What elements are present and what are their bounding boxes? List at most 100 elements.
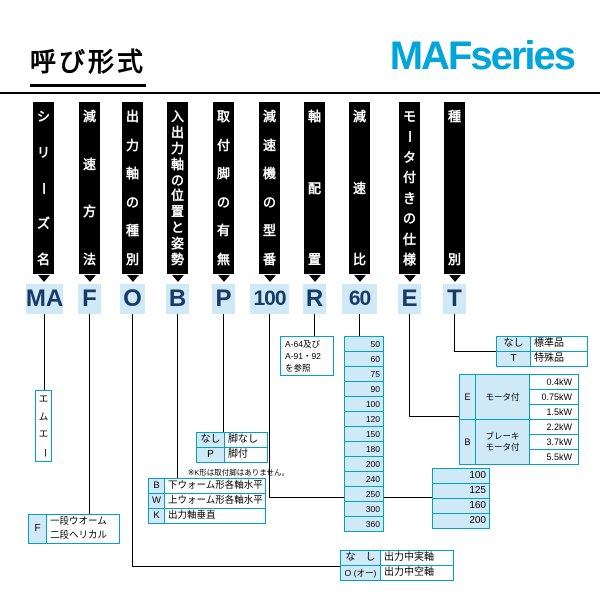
position-key: W: [148, 493, 165, 509]
output-shaft-table: な し 出力中実軸 O (オー) 出力中空軸: [340, 550, 454, 581]
down-arrow-icon: [354, 275, 366, 282]
ratio-value: 75: [344, 366, 384, 382]
code-p: P: [212, 284, 235, 314]
shaft-key: O (オー): [340, 565, 381, 581]
motor-key: B: [459, 419, 476, 465]
ratio-value: 200: [344, 456, 384, 472]
type-value: 標準品: [530, 336, 588, 352]
down-arrow-icon: [449, 275, 461, 282]
ratio-value: 360: [344, 516, 384, 532]
type-table: なし 標準品 T 特殊品: [496, 336, 588, 367]
reduction-method-table: F 一段ウオーム 二段ヘリカル: [28, 514, 120, 544]
motor-kw: 3.7kW: [529, 434, 579, 450]
ratio-table: 50 60 75 90 100 120 150 180 200 240 250 …: [344, 336, 384, 532]
connector-line: [269, 314, 270, 497]
type-key: T: [496, 351, 531, 367]
code-t: T: [443, 284, 466, 314]
connector-line: [454, 314, 455, 351]
connector-line: [314, 314, 315, 336]
position-key: K: [148, 508, 165, 524]
size-value: 200: [432, 513, 490, 529]
code-60: 60: [342, 284, 377, 314]
ratio-value: 50: [344, 336, 384, 352]
down-arrow-icon: [127, 275, 139, 282]
ratio-value: 120: [344, 411, 384, 427]
down-arrow-icon: [309, 275, 321, 282]
connector-line: [89, 314, 90, 514]
position-value: 下ウォーム形各軸水平: [164, 478, 266, 494]
type-key: なし: [496, 336, 531, 352]
motor-label: モータ付: [475, 374, 530, 420]
connector-line: [177, 314, 178, 478]
label-motor-spec: モータ付きの仕様: [399, 102, 420, 274]
connector-line: [409, 416, 459, 417]
motor-label: ブレーキ モータ付: [475, 419, 530, 465]
down-arrow-icon: [218, 275, 230, 282]
label-output-shaft-type: 出力軸の種別: [122, 102, 143, 274]
label-type: 種別: [444, 102, 465, 274]
type-value: 特殊品: [530, 351, 588, 367]
ratio-value: 250: [344, 486, 384, 502]
foot-note: ※K形は取付脚はありません。: [188, 468, 290, 477]
foot-key: なし: [196, 432, 225, 448]
motor-kw: 0.75kW: [529, 389, 579, 405]
size-value: 125: [432, 483, 490, 499]
motor-key: E: [459, 374, 476, 420]
down-arrow-icon: [84, 275, 96, 282]
position-value: 出力軸垂直: [164, 508, 266, 524]
header-rule: [0, 92, 600, 94]
connector-line: [132, 566, 340, 567]
shaft-value: 出力中空軸: [380, 565, 454, 581]
method-value: 一段ウオーム 二段ヘリカル: [46, 514, 120, 544]
foot-key: P: [196, 447, 225, 463]
shaft-position-table: B 下ウォーム形各軸水平 W 上ウォーム形各軸水平 K 出力軸垂直: [148, 478, 266, 524]
size-value: 100: [432, 468, 490, 484]
down-arrow-icon: [172, 275, 184, 282]
connector-line: [44, 314, 45, 390]
connector-line: [132, 314, 133, 566]
motor-kw: 1.5kW: [529, 404, 579, 420]
size-table: 100 125 160 200: [432, 468, 490, 529]
series-brand: MAFseries: [389, 34, 576, 79]
shaft-value: 出力中実軸: [380, 550, 454, 566]
brand-series: series: [470, 34, 576, 78]
axis-ref-box: A-64及び A-91・92 を参照: [280, 336, 334, 376]
code-ma: MA: [25, 284, 64, 314]
foot-value: 脚付: [224, 447, 268, 463]
code-r: R: [303, 284, 326, 314]
code-e: E: [398, 284, 421, 314]
motor-kw: 0.4kW: [529, 374, 579, 390]
label-mounting-foot: 取付脚の有無: [213, 102, 234, 274]
shaft-key: な し: [340, 550, 381, 566]
position-key: B: [148, 478, 165, 494]
connector-line: [359, 314, 360, 336]
motor-kw: 2.2kW: [529, 419, 579, 435]
ratio-value: 300: [344, 501, 384, 517]
code-100: 100: [250, 284, 289, 314]
series-name-box: エムエー: [35, 390, 52, 462]
ratio-value: 100: [344, 396, 384, 412]
label-series-name: シリーズ名: [33, 102, 54, 274]
label-reduction-method: 減速方法: [79, 102, 100, 274]
code-b: B: [166, 284, 189, 314]
ratio-value: 60: [344, 351, 384, 367]
label-shaft-position: 入出力軸の位置と姿勢: [167, 102, 188, 274]
page-title: 呼び形式: [30, 42, 147, 87]
motor-spec-table: E モータ付 0.4kW 0.75kW 1.5kW B ブレーキ モータ付 2.…: [459, 374, 579, 465]
foot-value: 脚なし: [224, 432, 268, 448]
connector-line: [454, 351, 496, 352]
brand-maf: MAF: [389, 34, 473, 78]
ratio-value: 150: [344, 426, 384, 442]
label-reducer-size: 減速機の型番: [259, 102, 280, 274]
code-f: F: [78, 284, 101, 314]
foot-table: なし 脚なし P 脚付: [196, 432, 268, 463]
label-reduction-ratio: 減速比: [349, 102, 370, 274]
position-value: 上ウォーム形各軸水平: [164, 493, 266, 509]
ratio-value: 90: [344, 381, 384, 397]
connector-line: [223, 314, 224, 432]
ratio-value: 180: [344, 441, 384, 457]
ratio-value: 240: [344, 471, 384, 487]
label-shaft-arrangement: 軸配置: [304, 102, 325, 274]
method-key: F: [28, 514, 47, 544]
size-value: 160: [432, 498, 490, 514]
